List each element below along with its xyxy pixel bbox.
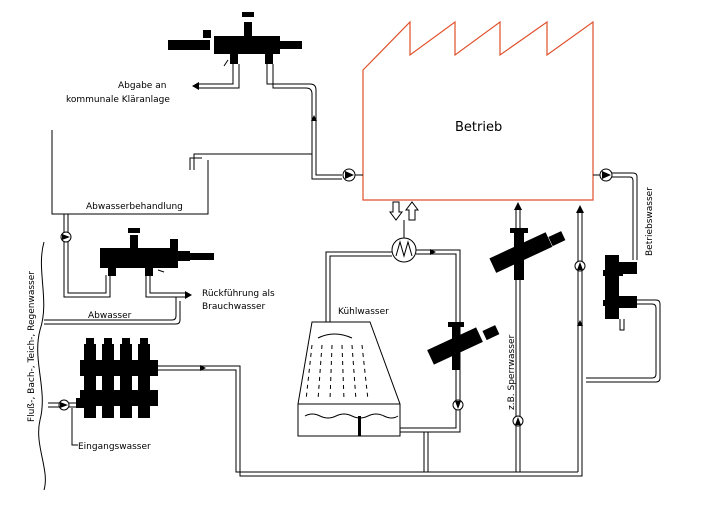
abwasserbehandlung-label: Abwasserbehandlung: [86, 202, 183, 212]
pump-intake: [58, 399, 70, 411]
abwasser-label: Abwasser: [88, 311, 132, 321]
quelle-label: Fluß-, Bach-, Teich-, Regenwasser: [27, 271, 37, 422]
pump-sperrwasser: [512, 415, 524, 427]
water-source-river: [37, 241, 46, 491]
arrow-sperr-icon: [514, 202, 522, 210]
input-filter-bank: [76, 338, 158, 418]
arrow-main-icon: [200, 365, 206, 371]
pump-cooling: [452, 399, 464, 411]
kuehlwasser-label: Kühlwasser: [338, 307, 389, 317]
rueckfuehrung-label-2: Brauchwasser: [202, 302, 266, 312]
abgabe-label-2: kommunale Kläranlage: [66, 95, 170, 105]
eingangswasser-label: Eingangswasser: [78, 442, 151, 452]
betriebswasser-label: Betriebswasser: [645, 187, 655, 256]
betriebswasser-filter: [603, 255, 637, 319]
wastewater-treatment-tank: [51, 130, 209, 215]
arrow-abgabe-icon: [192, 82, 199, 90]
arrow-top-pipe-icon: [311, 115, 317, 121]
cooling-tower: [297, 321, 401, 437]
factory-arrow-up-icon: [405, 201, 419, 221]
rueckfuehrung-label-1: Rückführung als: [202, 289, 275, 299]
sperrwasser-filter: [489, 228, 566, 280]
arrow-up-right-icon: [576, 205, 584, 213]
top-treatment-unit: [168, 12, 302, 67]
sperrwasser-label: z.B. Sperrwasser: [507, 335, 517, 410]
factory-arrow-down-icon: [389, 201, 403, 221]
abgabe-label-1: Abgabe an: [118, 81, 166, 91]
pump-factory-outlet: [599, 168, 613, 182]
factory-label: Betrieb: [455, 120, 502, 135]
arrow-right-up-icon: [577, 320, 583, 326]
lower-treatment-unit: [100, 228, 214, 276]
pump-tank-outlet: [60, 231, 72, 243]
factory-building: [362, 20, 594, 201]
pump-factory-inlet: [342, 168, 356, 182]
arrow-cooling-icon: [430, 249, 436, 255]
heat-exchanger: [391, 237, 417, 263]
pump-right-line: [574, 260, 586, 272]
arrow-rueckfuehrung-icon: [185, 291, 192, 299]
cooling-filter: [427, 322, 500, 370]
